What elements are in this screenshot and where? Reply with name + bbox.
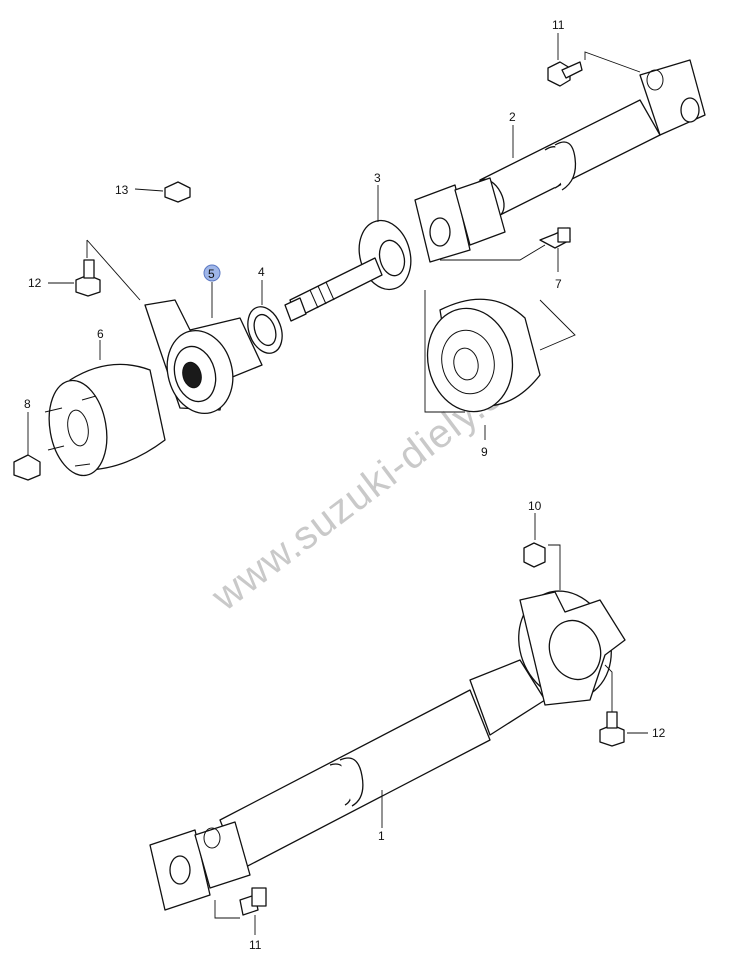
nut-10 (523, 542, 546, 568)
callout-labels: 11 2 13 3 12 5 4 7 6 8 9 10 12 1 11 (24, 18, 666, 952)
nut-8 (13, 454, 41, 481)
callout-1: 1 (378, 829, 385, 843)
callout-7: 7 (555, 277, 562, 291)
callout-8: 8 (24, 397, 31, 411)
seal-ring (247, 306, 283, 354)
callout-12-left: 12 (28, 276, 42, 290)
bolt-12-left (75, 259, 101, 297)
nut-13 (164, 181, 191, 203)
callout-2: 2 (509, 110, 516, 124)
center-bearing (144, 299, 263, 415)
callout-12-right: 12 (652, 726, 666, 740)
callout-10: 10 (528, 499, 542, 513)
callout-4: 4 (258, 265, 265, 279)
rear-propeller-shaft (414, 59, 706, 263)
rubber-coupling (426, 298, 541, 413)
leader-lines (27, 33, 648, 935)
callout-13: 13 (115, 183, 129, 197)
bolt-11-top (547, 61, 583, 87)
callout-6: 6 (97, 327, 104, 341)
flange-shaft (284, 219, 412, 322)
callout-3: 3 (374, 171, 381, 185)
callout-11-bottom: 11 (249, 938, 262, 952)
rubber-damper (44, 363, 166, 477)
bolt-7 (539, 227, 571, 249)
front-propeller-shaft (149, 590, 626, 911)
bolt-12-right (599, 711, 625, 747)
highlight-marker (203, 264, 221, 282)
callout-11-top: 11 (552, 18, 565, 32)
bolt-11-bottom (239, 887, 267, 916)
callout-9: 9 (481, 445, 488, 459)
callout-5[interactable]: 5 (208, 267, 215, 281)
